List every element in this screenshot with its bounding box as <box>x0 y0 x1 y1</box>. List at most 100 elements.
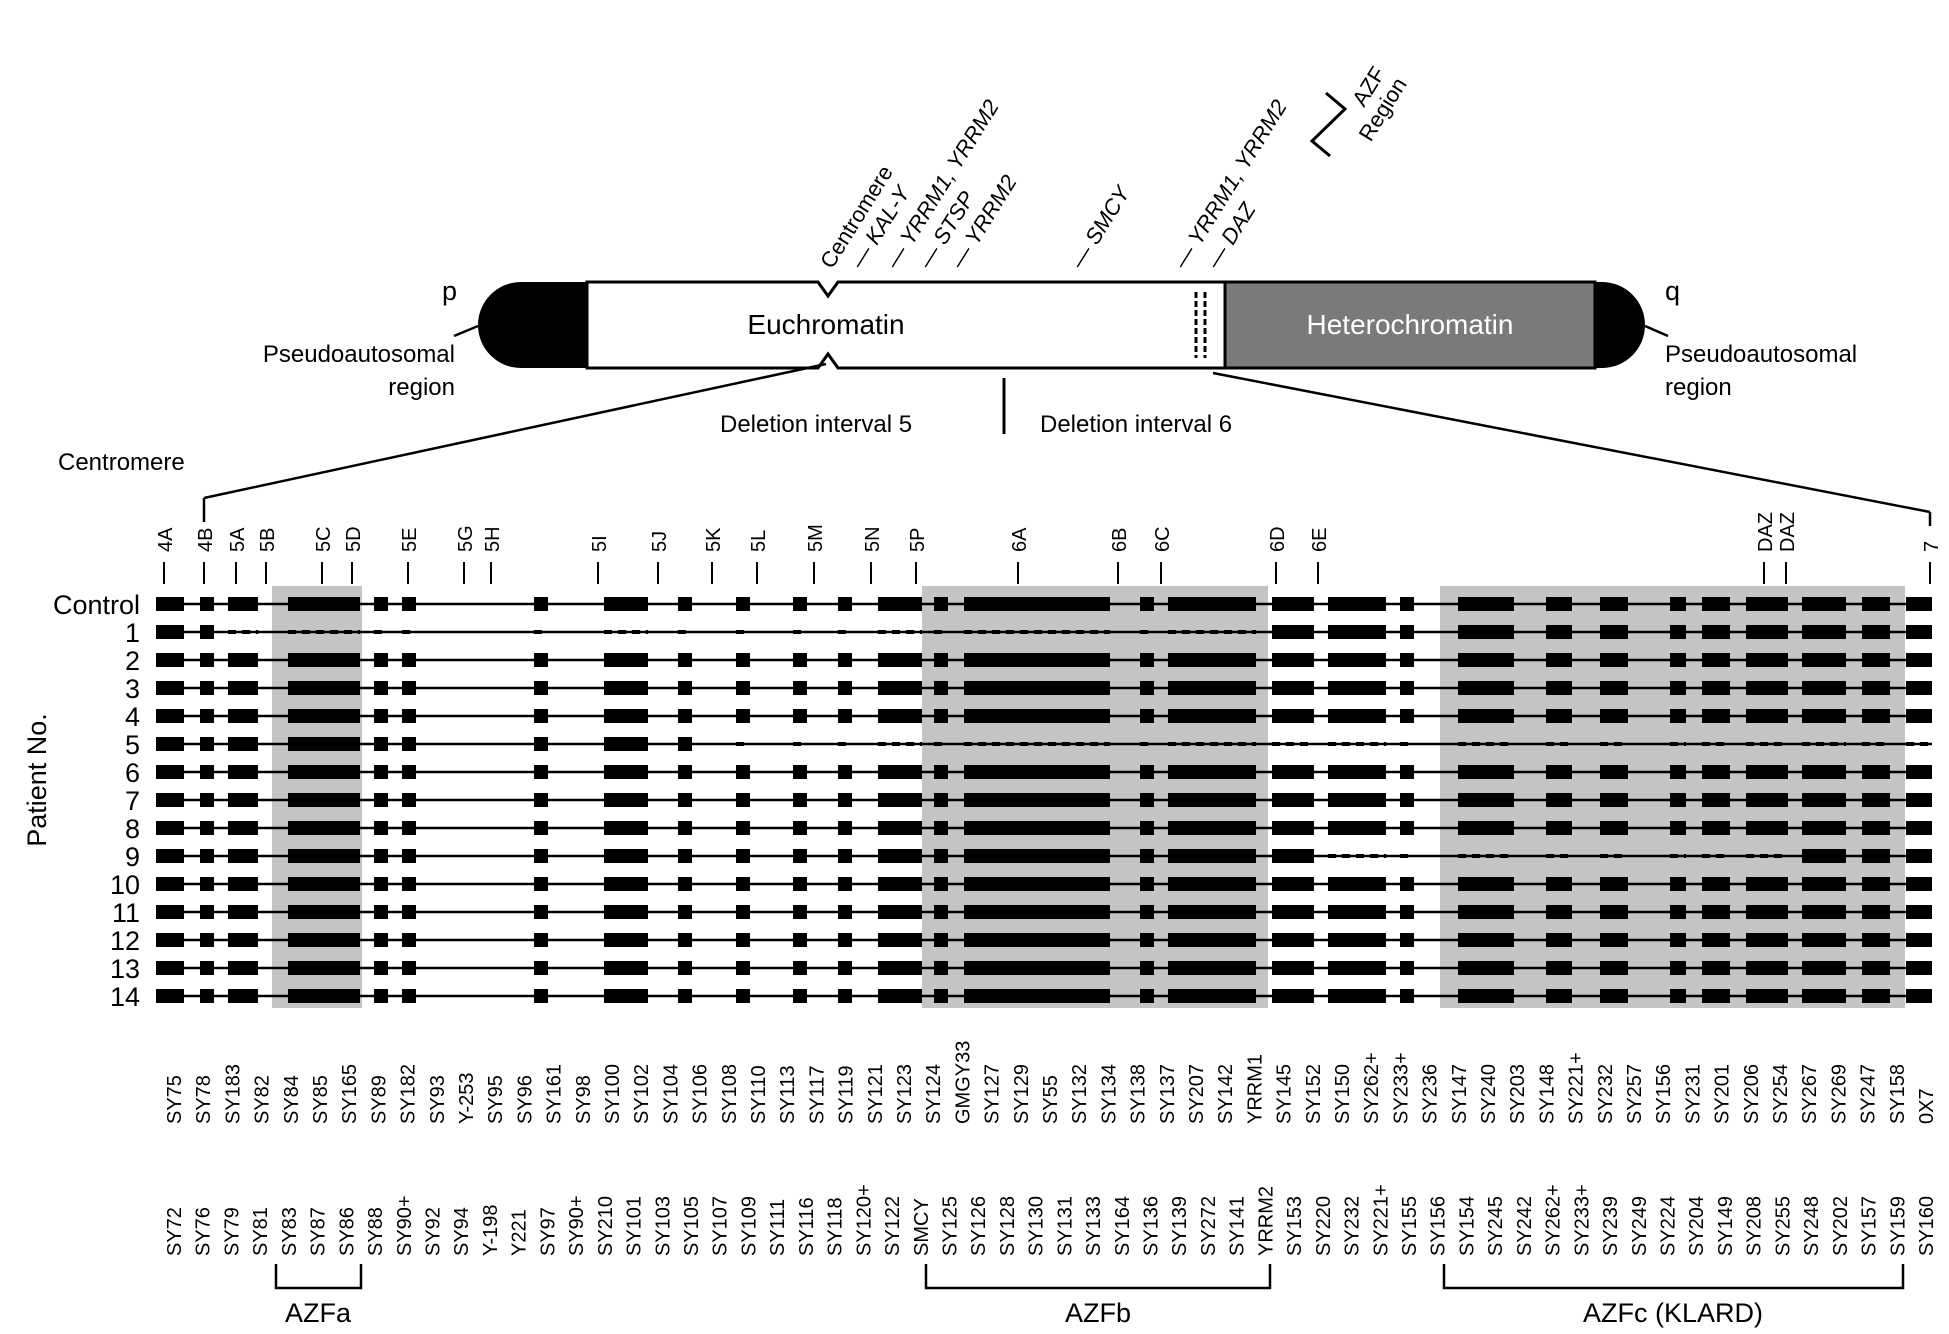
marker-label-top: YRRM1 <box>1244 1054 1266 1124</box>
svg-text:SY127: SY127 <box>982 1064 1004 1124</box>
present-marker-block <box>1400 625 1414 639</box>
present-marker-block <box>228 877 258 891</box>
present-marker-block <box>1328 793 1386 807</box>
svg-text:5M: 5M <box>805 524 827 552</box>
svg-text:5C: 5C <box>313 526 335 552</box>
present-marker-block <box>200 709 214 723</box>
present-marker-block <box>1272 933 1314 947</box>
azfa-bracket <box>274 1264 363 1290</box>
zoom-line-right <box>1212 371 1931 514</box>
marker-label-top: SY84 <box>281 1075 303 1124</box>
present-marker-block <box>1906 849 1932 863</box>
present-marker-block <box>288 821 360 835</box>
present-marker-block <box>228 653 258 667</box>
interval-label: 5E <box>399 528 421 552</box>
present-marker-block <box>1600 709 1628 723</box>
present-marker-block <box>1862 905 1890 919</box>
svg-text:SY249: SY249 <box>1629 1196 1651 1256</box>
svg-text:5B: 5B <box>257 528 279 552</box>
present-marker-block <box>964 653 1110 667</box>
marker-label-top: SY269 <box>1828 1064 1850 1124</box>
present-marker-block <box>1400 653 1414 667</box>
patient-row: 8 <box>125 814 1932 844</box>
present-marker-block <box>964 793 1110 807</box>
present-marker-block <box>604 709 648 723</box>
present-marker-block <box>793 709 807 723</box>
present-marker-block <box>534 653 548 667</box>
present-marker-block <box>374 765 388 779</box>
marker-label-top: SY262+ <box>1361 1052 1383 1124</box>
present-marker-block <box>1140 681 1154 695</box>
present-marker-block <box>793 905 807 919</box>
svg-text:SY207: SY207 <box>1186 1064 1208 1124</box>
present-marker-block <box>736 793 750 807</box>
present-marker-block <box>934 653 948 667</box>
present-marker-block <box>1168 989 1256 1003</box>
present-marker-block <box>1458 989 1514 1003</box>
svg-text:SY208: SY208 <box>1744 1196 1766 1256</box>
present-marker-block <box>1272 821 1314 835</box>
present-marker-block <box>228 989 258 1003</box>
present-marker-block <box>1458 681 1514 695</box>
present-marker-block <box>1168 933 1256 947</box>
marker-label-top: GMGY33 <box>952 1041 974 1124</box>
marker-label-bottom: SY76 <box>193 1207 215 1256</box>
svg-text:5H: 5H <box>482 526 504 552</box>
svg-text:SY113: SY113 <box>777 1065 799 1124</box>
svg-text:SY76: SY76 <box>193 1207 215 1256</box>
present-marker-block <box>200 793 214 807</box>
present-marker-block <box>1802 625 1846 639</box>
interval-label: 6D <box>1267 526 1289 552</box>
svg-text:SY81: SY81 <box>250 1207 272 1256</box>
svg-text:SY154: SY154 <box>1456 1196 1478 1256</box>
present-marker-block <box>534 765 548 779</box>
present-marker-block <box>838 821 852 835</box>
svg-text:SY121: SY121 <box>865 1064 887 1124</box>
patient-row: 9 <box>125 842 1932 872</box>
marker-label-bottom: SY94 <box>451 1207 473 1256</box>
present-marker-block <box>1546 821 1572 835</box>
present-marker-block <box>793 793 807 807</box>
present-marker-block <box>374 653 388 667</box>
interval-label: 6C <box>1152 526 1174 552</box>
interval-label: 6B <box>1109 528 1131 552</box>
svg-text:SY183: SY183 <box>222 1064 244 1124</box>
present-marker-block <box>1272 597 1314 611</box>
present-marker-block <box>1862 961 1890 975</box>
present-marker-block <box>1906 961 1932 975</box>
present-marker-block <box>288 709 360 723</box>
present-marker-block <box>228 793 258 807</box>
azfb-label: AZFb <box>1065 1298 1131 1328</box>
present-marker-block <box>1906 597 1932 611</box>
present-marker-block <box>1458 765 1514 779</box>
present-marker-block <box>1906 709 1932 723</box>
interval-label: 5C <box>313 526 335 552</box>
present-marker-block <box>1802 905 1846 919</box>
present-marker-block <box>1458 961 1514 975</box>
marker-label-top: 0X7 <box>1916 1088 1938 1124</box>
present-marker-block <box>1272 961 1314 975</box>
present-marker-block <box>200 961 214 975</box>
svg-text:SY221+: SY221+ <box>1370 1184 1392 1256</box>
interval-label: 6E <box>1309 528 1331 552</box>
present-marker-block <box>1140 905 1154 919</box>
present-marker-block <box>288 765 360 779</box>
present-marker-block <box>1670 681 1686 695</box>
present-marker-block <box>1328 989 1386 1003</box>
svg-text:SY232: SY232 <box>1342 1196 1364 1256</box>
row-label: 12 <box>110 926 140 956</box>
present-marker-block <box>1802 793 1846 807</box>
present-marker-block <box>1168 653 1256 667</box>
marker-label-bottom: SY224 <box>1658 1196 1680 1256</box>
present-marker-block <box>793 849 807 863</box>
present-marker-block <box>228 681 258 695</box>
svg-text:SY272: SY272 <box>1198 1196 1220 1256</box>
present-marker-block <box>838 653 852 667</box>
svg-text:SY201: SY201 <box>1712 1064 1734 1124</box>
present-marker-block <box>1400 877 1414 891</box>
marker-label-top: SY127 <box>982 1064 1004 1124</box>
marker-label-bottom: SY125 <box>939 1196 961 1256</box>
svg-text:SY72: SY72 <box>164 1207 186 1256</box>
